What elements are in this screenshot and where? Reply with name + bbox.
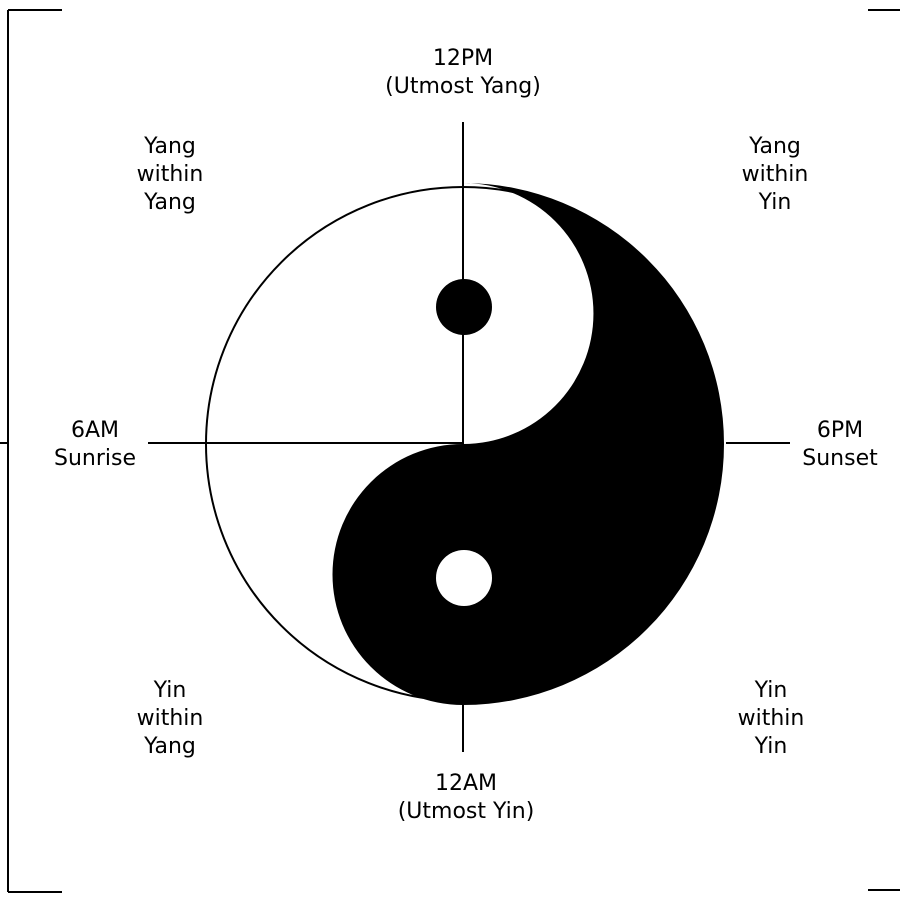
frame-bracket-left: [7, 9, 62, 893]
label-tl-line1: Yang: [144, 134, 196, 159]
label-6pm-time: 6PM: [816, 418, 864, 443]
yang-dot: [436, 550, 492, 606]
label-yin-within-yin: Yin within Yin: [721, 677, 821, 761]
label-6am: 6AM Sunrise: [45, 417, 145, 473]
label-br-line3: Yin: [754, 734, 788, 759]
yin-shape: [332, 183, 724, 705]
label-tl-line3: Yang: [144, 190, 196, 215]
label-yang-within-yang: Yang within Yang: [120, 133, 220, 217]
label-bl-line1: Yin: [153, 678, 187, 703]
label-yang-within-yin: Yang within Yin: [725, 133, 825, 217]
yin-dot: [436, 279, 492, 335]
label-12pm: 12PM (Utmost Yang): [363, 45, 563, 101]
label-6pm: 6PM Sunset: [790, 417, 890, 473]
label-tr-line1: Yang: [749, 134, 801, 159]
label-12am-time: 12AM: [434, 771, 498, 796]
label-6am-time: 6AM: [70, 418, 120, 443]
label-tl-line2: within: [136, 162, 204, 187]
label-br-line1: Yin: [754, 678, 788, 703]
label-br-line2: within: [737, 706, 805, 731]
label-tr-line2: within: [741, 162, 809, 187]
label-tr-line3: Yin: [758, 190, 792, 215]
label-6pm-desc: Sunset: [802, 446, 878, 471]
label-12am-desc: (Utmost Yin): [397, 799, 535, 824]
frame-corner-right: [868, 9, 900, 891]
label-12am: 12AM (Utmost Yin): [366, 770, 566, 826]
label-12pm-time: 12PM: [432, 46, 494, 71]
label-bl-line3: Yang: [144, 734, 196, 759]
label-yin-within-yang: Yin within Yang: [120, 677, 220, 761]
label-12pm-desc: (Utmost Yang): [385, 74, 541, 99]
label-bl-line2: within: [136, 706, 204, 731]
label-6am-desc: Sunrise: [53, 446, 136, 471]
